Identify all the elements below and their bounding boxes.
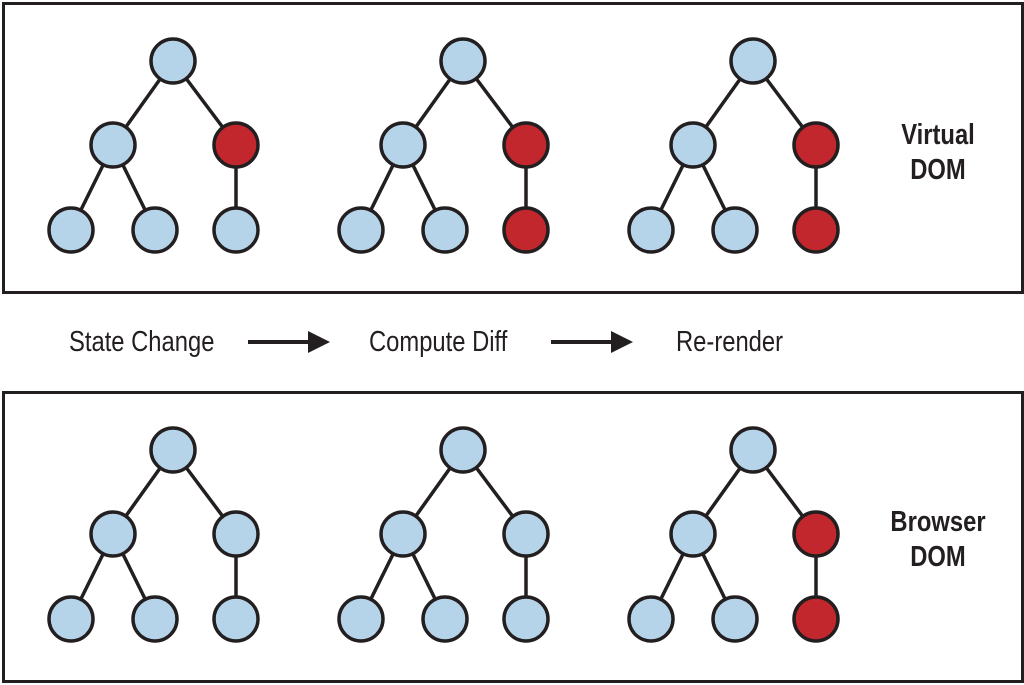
tree-node-root — [149, 426, 197, 474]
tree-node-left-child — [669, 121, 717, 169]
browser-dom-label: Browser DOM — [885, 505, 992, 575]
tree-node-leaf-1 — [47, 206, 95, 254]
dom-tree-3 — [627, 37, 840, 254]
browser-dom-label-line1: Browser — [890, 506, 986, 538]
tree-node-left-child — [669, 510, 717, 558]
changed-node-right-child — [502, 121, 550, 169]
tree-node-leaf-1 — [627, 206, 675, 254]
tree-node-right-child — [502, 510, 550, 558]
tree-node-leaf-1 — [337, 595, 385, 643]
changed-node-right-leaf — [792, 595, 840, 643]
virtual-dom-label: Virtual DOM — [885, 118, 992, 188]
dom-tree-2 — [337, 426, 550, 643]
tree-node-left-child — [89, 121, 137, 169]
tree-node-leaf-1 — [337, 206, 385, 254]
dom-tree-2 — [337, 37, 550, 254]
browser-dom-panel: Browser DOM — [2, 391, 1024, 683]
tree-node-left-child — [89, 510, 137, 558]
process-flow: State Change Compute Diff Re-render — [0, 300, 1024, 385]
dom-tree-1 — [47, 426, 260, 643]
browser-dom-label-line2: DOM — [910, 541, 966, 573]
changed-node-right-child — [212, 121, 260, 169]
changed-node-right-leaf — [502, 206, 550, 254]
tree-node-leaf-2 — [421, 206, 469, 254]
virtual-dom-panel: Virtual DOM — [2, 2, 1024, 294]
tree-node-left-child — [379, 510, 427, 558]
changed-node-right-child — [792, 510, 840, 558]
tree-node-root — [729, 37, 777, 85]
tree-node-right-leaf — [212, 595, 260, 643]
changed-node-right-child — [792, 121, 840, 169]
virtual-dom-trees — [47, 37, 840, 254]
step-re-render: Re-render — [676, 326, 784, 358]
tree-node-root — [439, 426, 487, 474]
tree-node-leaf-2 — [131, 206, 179, 254]
arrow-right-icon — [551, 331, 633, 353]
dom-tree-3 — [627, 426, 840, 643]
tree-node-root — [149, 37, 197, 85]
arrow-right-icon — [248, 331, 330, 353]
tree-node-root — [729, 426, 777, 474]
tree-node-root — [439, 37, 487, 85]
tree-node-leaf-1 — [47, 595, 95, 643]
tree-node-right-leaf — [502, 595, 550, 643]
step-state-change: State Change — [69, 326, 215, 358]
tree-node-leaf-2 — [421, 595, 469, 643]
tree-node-right-leaf — [212, 206, 260, 254]
tree-node-left-child — [379, 121, 427, 169]
step-compute-diff: Compute Diff — [369, 326, 508, 358]
tree-node-leaf-1 — [627, 595, 675, 643]
tree-node-leaf-2 — [711, 595, 759, 643]
tree-node-leaf-2 — [711, 206, 759, 254]
virtual-dom-label-line1: Virtual — [901, 119, 975, 151]
tree-node-right-child — [212, 510, 260, 558]
browser-dom-trees — [47, 426, 840, 643]
virtual-dom-label-line2: DOM — [910, 154, 966, 186]
changed-node-right-leaf — [792, 206, 840, 254]
dom-tree-1 — [47, 37, 260, 254]
tree-node-leaf-2 — [131, 595, 179, 643]
